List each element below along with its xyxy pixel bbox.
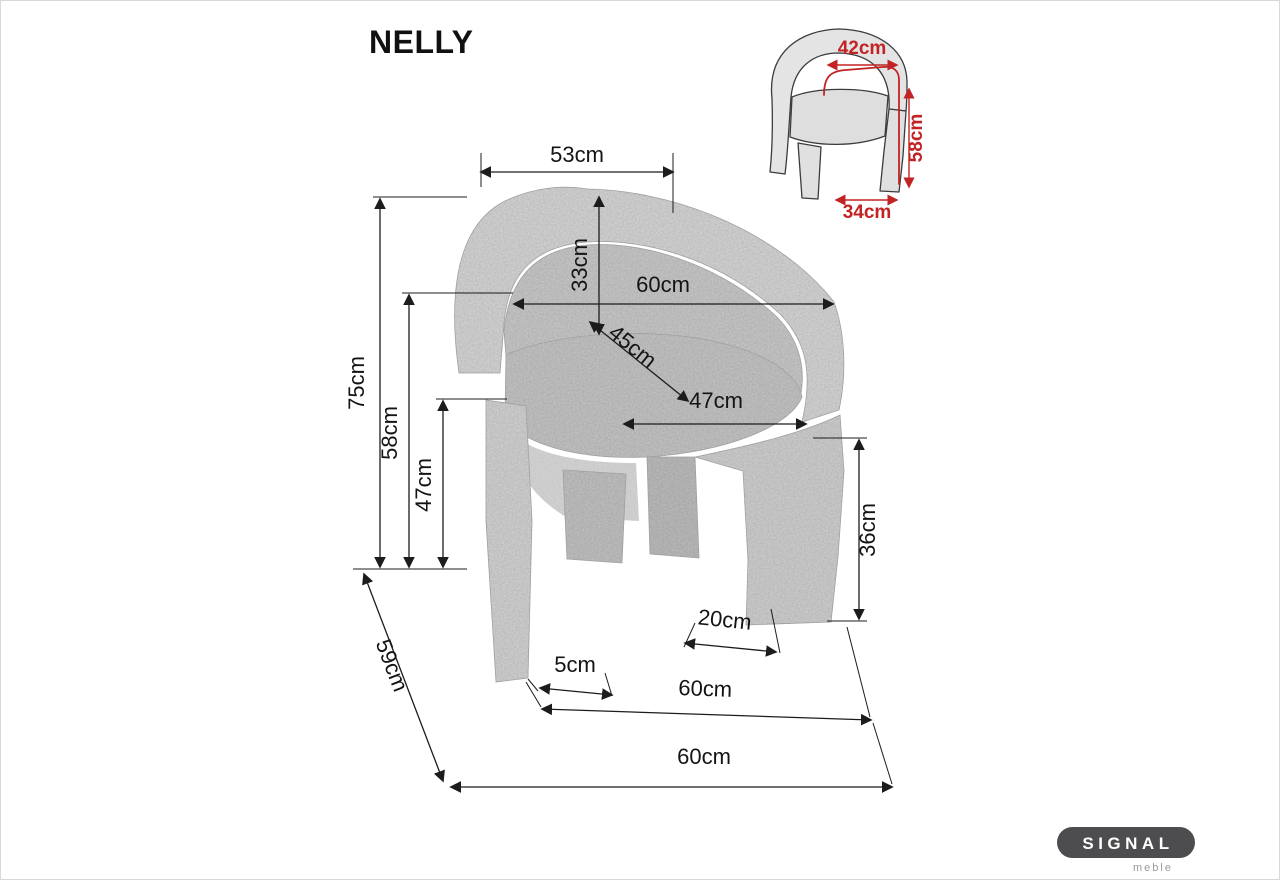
logo-brand-text: SIGNAL: [1082, 834, 1173, 853]
dim-label-seat-height: 47cm: [411, 458, 436, 512]
logo-tagline-text: meble: [1133, 862, 1173, 874]
dim-label-overall-width: 60cm: [677, 744, 731, 769]
dimension-labels: 53cm 33cm 60cm 45cm 47cm 75cm 58cm 47cm …: [344, 142, 880, 769]
ext-60b-right: [872, 722, 893, 785]
inset-chair-front-leg: [797, 142, 822, 200]
chair-front-left-leg: [485, 399, 533, 683]
dim-label-seat-width: 47cm: [689, 388, 743, 413]
inset-dimension-lines: 42cm 58cm 34cm: [826, 38, 927, 223]
ext-5-right: [604, 672, 613, 697]
dim-label-front-width: 60cm: [678, 675, 733, 702]
dim-label-leg-height: 36cm: [855, 503, 880, 557]
logo-background: [1057, 827, 1195, 858]
inset-dim-label-backrest-width: 42cm: [838, 38, 887, 59]
inset-chair-seat: [789, 88, 889, 146]
inset-chair-illustration: [769, 28, 908, 200]
extension-lines: [353, 153, 893, 785]
chair-illustration: [454, 186, 845, 683]
ext-20-right: [770, 608, 781, 654]
chair-back-leg: [562, 469, 627, 564]
brand-logo: SIGNAL meble: [1057, 827, 1195, 874]
dim-label-backrest-height: 33cm: [567, 238, 592, 292]
dim-label-front-leg-width: 5cm: [554, 652, 596, 677]
product-title: NELLY: [369, 24, 473, 60]
inset-dim-label-side-height: 58cm: [906, 114, 927, 163]
dim-label-leg-spacing: 20cm: [697, 604, 753, 634]
dim-line-leg-spacing: [683, 638, 778, 657]
chair-inner-panel: [646, 456, 700, 559]
dim-line-overall-depth: [362, 572, 445, 783]
dim-line-seat-depth: [588, 320, 690, 403]
ext-5-left: [527, 678, 539, 692]
dimension-lines: [362, 166, 894, 793]
ext-60f-left: [525, 681, 542, 708]
dim-label-overall-depth: 59cm: [371, 636, 414, 695]
chair-right-panel: [694, 414, 845, 626]
inset-dim-label-base-depth: 34cm: [843, 202, 892, 223]
dim-line-front-width: [540, 703, 873, 726]
dim-label-backrest-top-width: 53cm: [550, 142, 604, 167]
dim-line-front-leg-width: [538, 683, 614, 700]
dim-label-backrest-width: 60cm: [636, 272, 690, 297]
dim-label-overall-height: 75cm: [344, 356, 369, 410]
dim-label-back-height: 58cm: [377, 406, 402, 460]
ext-60f-right: [846, 626, 871, 718]
